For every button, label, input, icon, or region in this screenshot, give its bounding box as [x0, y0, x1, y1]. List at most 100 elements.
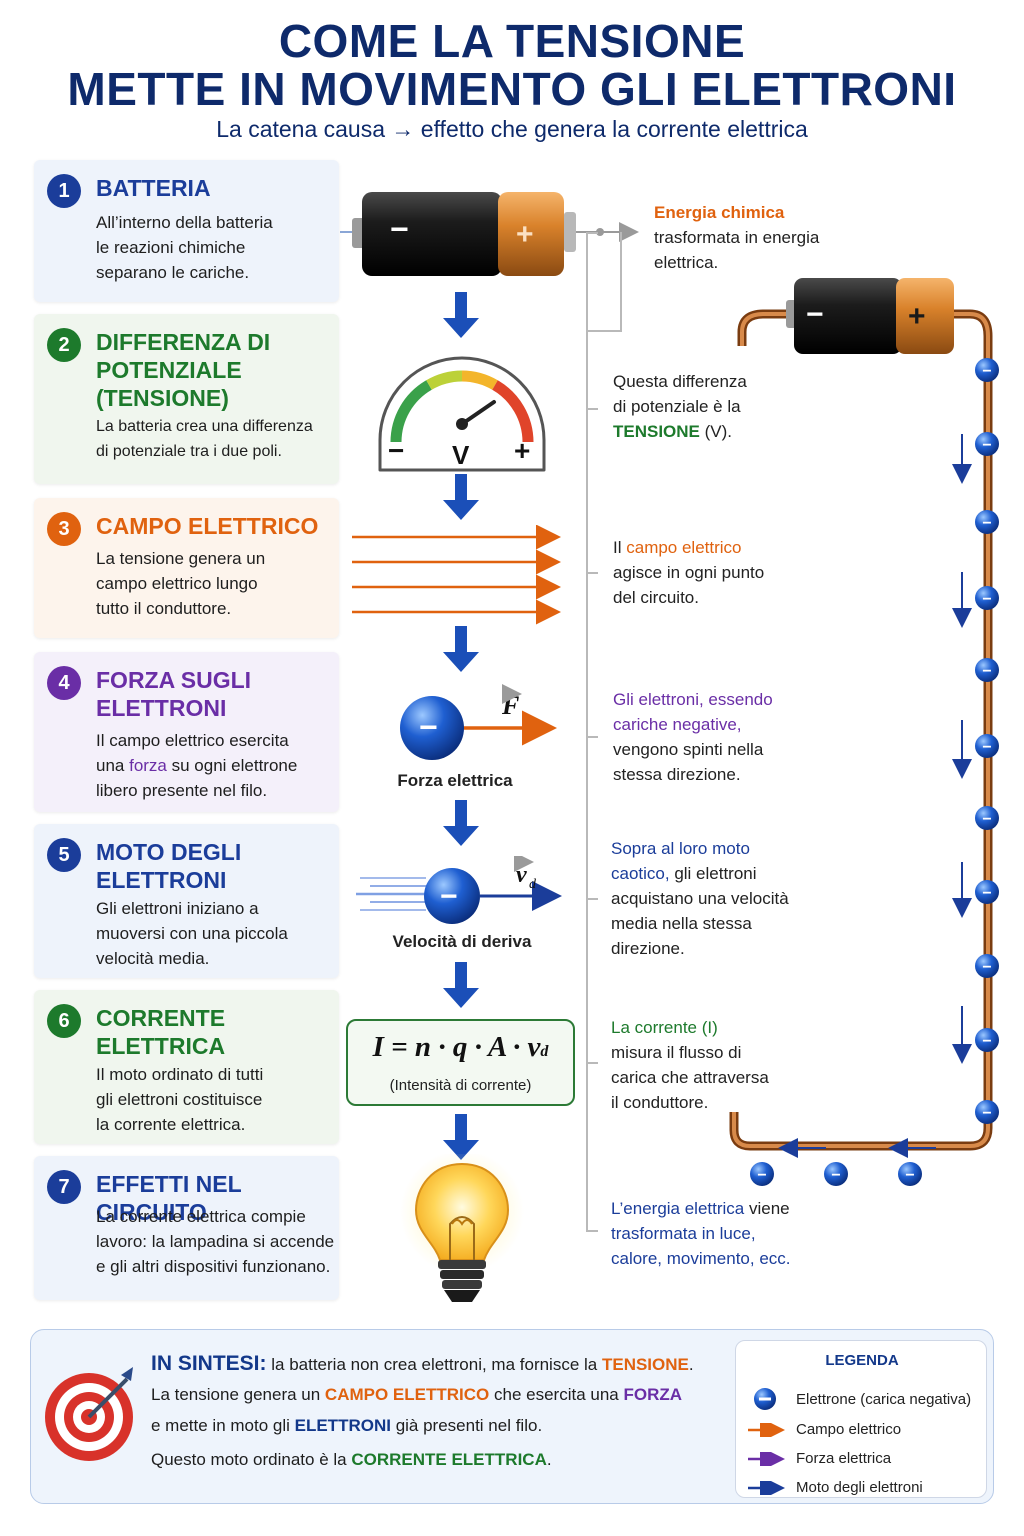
- electric-force-illustration: − F: [400, 684, 557, 760]
- svg-text:−: −: [982, 739, 991, 756]
- summary-line-4: Questo moto ordinato è la CORRENTE ELETT…: [151, 1450, 552, 1469]
- svg-text:−: −: [982, 811, 991, 828]
- step-number-5: 5: [47, 838, 81, 872]
- legend-electron-icon: [754, 1388, 776, 1410]
- step-card-2: 2 DIFFERENZA DI POTENZIALE (TENSIONE) La…: [34, 314, 339, 484]
- summary-line-3: e mette in moto gli ELETTRONI già presen…: [151, 1416, 543, 1435]
- circuit-electrons: [750, 358, 999, 1186]
- force-label: Forza elettrica: [397, 771, 513, 790]
- step-title-1: BATTERIA: [96, 175, 211, 201]
- current-formula: I = n · q · A · vd: [372, 1031, 549, 1063]
- legend-item-electron: Elettrone (carica negativa): [796, 1391, 972, 1408]
- step-title-3: CAMPO ELETTRICO: [96, 513, 319, 539]
- svg-text:−: −: [905, 1167, 914, 1184]
- svg-text:−: −: [831, 1167, 840, 1184]
- svg-text:−: −: [982, 1033, 991, 1050]
- svg-text:−: −: [982, 663, 991, 680]
- circuit-diagram: − + − − − − − − − − − − − − − −: [729, 278, 999, 1186]
- step-card-7: 7 EFFETTI NEL CIRCUITO La corrente elett…: [34, 1156, 339, 1300]
- battery-plus-sign: +: [516, 218, 534, 251]
- svg-text:−: −: [440, 880, 458, 913]
- step-title-6: CORRENTE ELETTRICA: [96, 1005, 226, 1059]
- step-title-5: MOTO DEGLI ELETTRONI: [96, 839, 242, 893]
- legend-item-field: Campo elettrico: [796, 1421, 902, 1438]
- legend-title: LEGENDA: [825, 1352, 899, 1369]
- electric-field-lines: [352, 525, 561, 625]
- drift-velocity-illustration: − v d: [356, 856, 562, 924]
- note-5: Sopra al loro moto caotico, gli elettron…: [611, 839, 789, 958]
- target-icon: [45, 1367, 133, 1461]
- step-card-6: 6 CORRENTE ELETTRICA Il moto ordinato di…: [34, 990, 339, 1144]
- note-7: L’energia elettrica viene trasformata in…: [611, 1199, 791, 1268]
- svg-text:−: −: [757, 1167, 766, 1184]
- velocity-label: Velocità di deriva: [392, 932, 532, 951]
- svg-text:−: −: [419, 709, 438, 745]
- page-title-line1: COME LA TENSIONE: [278, 15, 746, 67]
- step-number-3: 3: [47, 512, 81, 546]
- light-bulb-icon: [400, 1154, 524, 1302]
- gauge-plus-label: +: [514, 435, 530, 466]
- svg-text:−: −: [982, 591, 991, 608]
- circuit-battery-minus: −: [806, 298, 824, 331]
- step-card-4: 4 FORZA SUGLI ELETTRONI Il campo elettri…: [34, 652, 339, 812]
- step-number-7: 7: [47, 1170, 81, 1204]
- svg-text:−: −: [982, 959, 991, 976]
- step-number-6: 6: [47, 1004, 81, 1038]
- svg-text:d: d: [529, 877, 537, 892]
- step-number-4: 4: [47, 666, 81, 700]
- down-arrow-2: [443, 474, 479, 520]
- down-arrow-4: [443, 800, 479, 846]
- formula-label: (Intensità di corrente): [389, 1077, 532, 1094]
- step-number-1: 1: [47, 174, 81, 208]
- legend-field-arrow-icon: [748, 1423, 785, 1437]
- electron-motion-arrows: [778, 434, 972, 1158]
- electron-icon: [400, 696, 464, 760]
- legend-item-motion: Moto degli elettroni: [796, 1479, 923, 1496]
- down-arrow-1: [443, 292, 479, 338]
- velocity-symbol: v: [516, 862, 527, 888]
- electron-icon: [424, 868, 480, 924]
- summary-line-1: IN SINTESI: la batteria non crea elettro…: [151, 1352, 694, 1375]
- legend-item-force: Forza elettrica: [796, 1450, 892, 1467]
- summary-line-2: La tensione genera un CAMPO ELETTRICO ch…: [151, 1385, 683, 1404]
- down-arrow-5: [443, 962, 479, 1008]
- step-title-2: DIFFERENZA DI POTENZIALE (TENSIONE): [96, 329, 271, 411]
- svg-text:−: −: [982, 1105, 991, 1122]
- battery-minus-sign: −: [390, 211, 409, 247]
- svg-text:−: −: [982, 885, 991, 902]
- svg-text:−: −: [982, 363, 991, 380]
- legend: LEGENDA Elettrone (carica negativa) Camp…: [735, 1340, 987, 1498]
- page-subtitle: La catena causa → effetto che genera la …: [216, 116, 808, 142]
- legend-motion-arrow-icon: [748, 1481, 785, 1495]
- notes-connector-line: [586, 232, 588, 1232]
- gauge-minus-label: −: [388, 435, 404, 466]
- step-title-7: EFFETTI NEL CIRCUITO: [96, 1171, 242, 1225]
- svg-text:−: −: [982, 437, 991, 454]
- step-number-2: 2: [47, 328, 81, 362]
- battery-illustration: − +: [340, 192, 639, 276]
- force-symbol: F: [501, 691, 519, 720]
- summary-box: IN SINTESI: la batteria non crea elettro…: [30, 1329, 994, 1504]
- step-title-4: FORZA SUGLI ELETTRONI: [96, 667, 252, 721]
- step-card-5: 5 MOTO DEGLI ELETTRONI Gli elettroni ini…: [34, 824, 339, 978]
- voltmeter-gauge: − V +: [378, 356, 546, 472]
- current-formula-box: I = n · q · A · vd (Intensità di corrent…: [346, 1019, 575, 1106]
- page-title-line2: METTE IN MOVIMENTO GLI ELETTRONI: [67, 63, 957, 115]
- step-text-4: Il campo elettrico esercita una forza su…: [96, 731, 298, 800]
- circuit-battery-plus: +: [908, 300, 926, 333]
- legend-force-arrow-icon: [748, 1452, 785, 1466]
- svg-text:−: −: [982, 515, 991, 532]
